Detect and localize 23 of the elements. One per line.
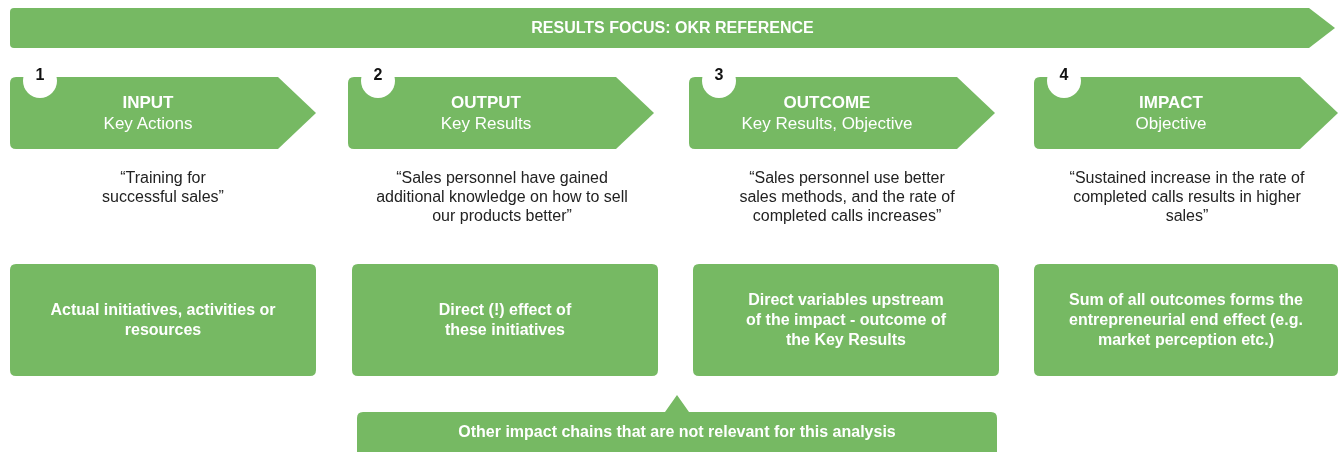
example-quote: “Sales personnel have gained additional knowledge on how to sell our products better” <box>375 168 629 226</box>
box-text: Other impact chains that are not relevant for this analysis <box>458 422 896 442</box>
example-quote: “Sales personnel use better sales methods, and the rate of completed calls increases” <box>738 168 956 226</box>
step-title: OUTPUT <box>451 91 521 113</box>
banner-title: RESULTS FOCUS: OKR REFERENCE <box>531 18 814 38</box>
step-subtitle: Key Results, Objective <box>741 113 913 135</box>
step-title: IMPACT <box>1139 91 1203 113</box>
step-subtitle: Key Actions <box>103 113 193 135</box>
step-title: INPUT <box>122 91 174 113</box>
description-box <box>1034 264 1338 376</box>
step-subtitle: Objective <box>1135 113 1207 135</box>
description-box <box>693 264 999 376</box>
example-quote: “Training for successful sales” <box>101 168 225 207</box>
box-text: Sum of all outcomes forms the entrepreneurial end effect (e.g. market perception etc.) <box>1068 290 1304 350</box>
example-quote: “Sustained increase in the rate of completed calls results in higher sales” <box>1068 168 1306 226</box>
box-text: Direct (!) effect of these initiatives <box>437 300 573 340</box>
step-title: OUTCOME <box>783 91 871 113</box>
description-box <box>10 264 316 376</box>
box-text: Direct variables upstream of the impact - outcome of the Key Results <box>745 290 947 350</box>
step-subtitle: Key Results <box>440 113 532 135</box>
box-text: Actual initiatives, activities or resources <box>49 300 277 340</box>
callout-box <box>357 395 997 452</box>
description-box <box>352 264 658 376</box>
